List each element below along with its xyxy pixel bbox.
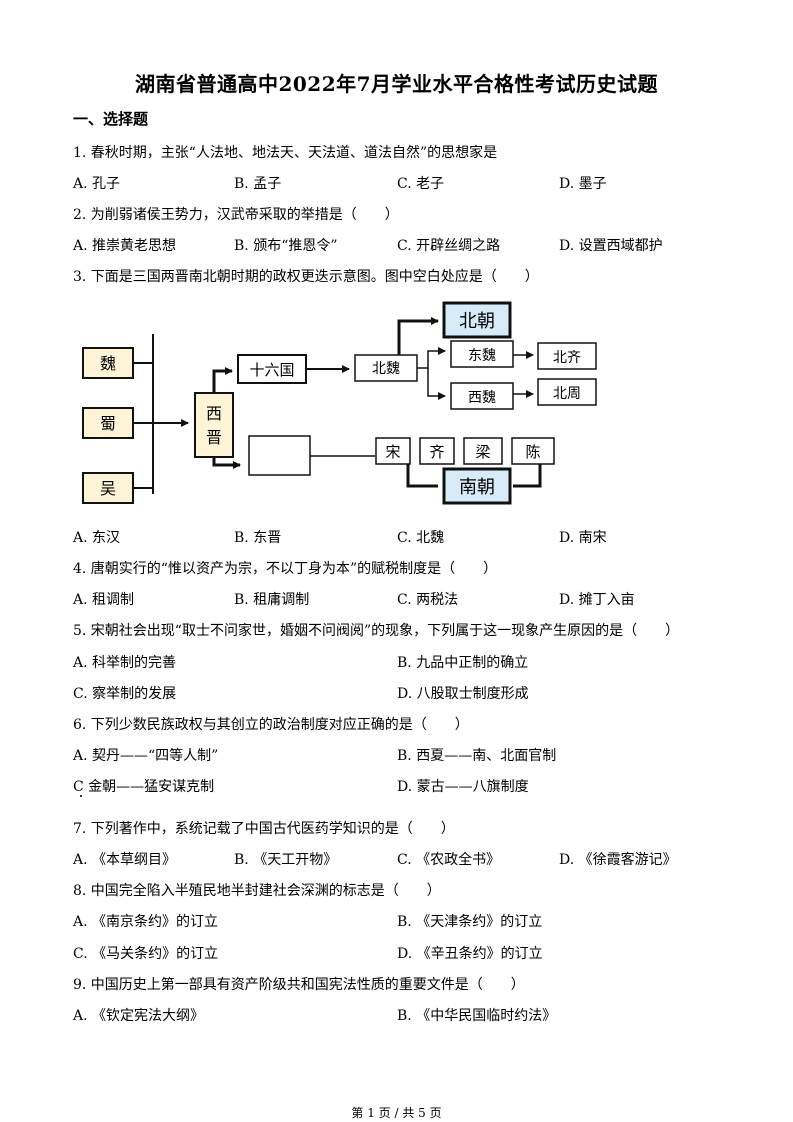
box-dongwei bbox=[450, 340, 514, 368]
label-chen: 陈 bbox=[525, 443, 540, 461]
question-4-option-b: B. 租庸调制 bbox=[234, 592, 310, 608]
blank-answer-box bbox=[248, 435, 311, 476]
question-5-option-d: D. 八股取士制度形成 bbox=[397, 686, 529, 702]
question-7-option-c: C. 《农政全书》 bbox=[397, 852, 501, 868]
label-beiwei: 北魏 bbox=[372, 361, 400, 377]
question-4-stem: 4. 唐朝实行的“惟以资产为宗，不以丁身为本”的赋税制度是（ ） bbox=[73, 561, 498, 577]
label-xijin-1: 西 bbox=[206, 404, 222, 423]
question-8-option-b: B. 《天津条约》的订立 bbox=[397, 914, 543, 930]
question-9-option-a: A. 《钦定宪法大纲》 bbox=[73, 1008, 205, 1024]
question-3-option-d: D. 南宋 bbox=[559, 530, 607, 546]
question-6-option-b: B. 西夏——南、北面官制 bbox=[397, 748, 557, 764]
question-2-stem: 2. 为削弱诸侯王势力，汉武帝采取的举措是（ ） bbox=[73, 207, 399, 223]
page-footer: 第 1 页 / 共 5 页 bbox=[351, 1106, 442, 1120]
question-5-stem: 5. 宋朝社会出现“取士不问家世，婚姻不问阀阅”的现象，下列属于这一现象产生原因… bbox=[73, 623, 680, 639]
question-1-option-a: A. 孔子 bbox=[73, 176, 121, 192]
box-beiqi bbox=[537, 342, 597, 370]
question-4-option-c: C. 两税法 bbox=[397, 592, 459, 608]
box-xiwei bbox=[450, 382, 514, 410]
box-xijin bbox=[194, 392, 234, 458]
question-8-option-c: C. 《马关条约》的订立 bbox=[73, 946, 219, 962]
page-title: 湖南省普通高中2022年7月学业水平合格性考试历史试题 bbox=[134, 72, 659, 96]
question-8-option-a: A. 《南京条约》的订立 bbox=[73, 914, 219, 930]
box-shu bbox=[82, 407, 134, 439]
box-beizhou bbox=[537, 378, 597, 406]
box-qi bbox=[419, 437, 455, 465]
dynasty-succession-diagram: 魏 蜀 吴 西 晋 十六国 北魏 北朝 bbox=[82, 301, 597, 505]
question-7-option-b: B. 《天工开物》 bbox=[234, 852, 338, 868]
question-6-option-a: A. 契丹——“四等人制” bbox=[73, 748, 219, 764]
question-2-option-a: A. 推崇黄老思想 bbox=[73, 238, 177, 254]
label-xijin-2: 晋 bbox=[206, 428, 222, 447]
label-shu: 蜀 bbox=[100, 414, 116, 433]
question-3-option-a: A. 东汉 bbox=[73, 530, 121, 546]
label-dongwei: 东魏 bbox=[468, 348, 496, 364]
box-chen bbox=[511, 437, 555, 465]
question-3-option-b: B. 东晋 bbox=[234, 530, 282, 546]
label-wei: 魏 bbox=[100, 354, 116, 373]
question-1-stem: 1. 春秋时期，主张“人法地、地法天、天法道、道法自然”的思想家是 bbox=[73, 145, 498, 161]
question-5-option-c: C. 察举制的发展 bbox=[73, 686, 177, 702]
box-song bbox=[375, 437, 411, 465]
question-7-stem: 7. 下列著作中，系统记载了中国古代医药学知识的是（ ） bbox=[73, 821, 455, 837]
question-1-option-b: B. 孟子 bbox=[234, 176, 282, 192]
question-9-stem: 9. 中国历史上第一部具有资产阶级共和国宪法性质的重要文件是（ ） bbox=[73, 977, 525, 993]
question-1-option-c: C. 老子 bbox=[397, 176, 445, 192]
question-2-option-c: C. 开辟丝绸之路 bbox=[397, 238, 501, 254]
label-sixteen-kingdoms: 十六国 bbox=[249, 361, 294, 379]
box-wu bbox=[82, 472, 134, 504]
question-4-option-a: A. 租调制 bbox=[73, 592, 135, 608]
question-6-stem: 6. 下列少数民族政权与其创立的政治制度对应正确的是（ ） bbox=[73, 717, 469, 733]
question-3-stem: 3. 下面是三国两晋南北朝时期的政权更迭示意图。图中空白处应是（ ） bbox=[73, 269, 539, 285]
label-liang: 梁 bbox=[475, 443, 490, 461]
label-nanchao: 南朝 bbox=[459, 477, 495, 498]
box-liang bbox=[463, 437, 503, 465]
question-1-option-d: D. 墨子 bbox=[559, 176, 607, 192]
question-9-option-b: B. 《中华民国临时约法》 bbox=[397, 1008, 557, 1024]
section-heading: 一、选择题 bbox=[73, 110, 149, 128]
question-2-option-b: B. 颁布“推恩令” bbox=[234, 238, 338, 254]
label-xiwei: 西魏 bbox=[468, 390, 496, 406]
question-7-option-d: D. 《徐霞客游记》 bbox=[559, 852, 677, 868]
label-song: 宋 bbox=[385, 443, 400, 461]
question-5-option-a: A. 科举制的完善 bbox=[73, 655, 177, 671]
question-3-option-c: C. 北魏 bbox=[397, 530, 445, 546]
question-6-option-c: C 金朝——猛安谋克制 bbox=[73, 779, 215, 795]
box-beiwei bbox=[354, 354, 418, 382]
label-wu: 吴 bbox=[100, 479, 116, 498]
question-4-option-d: D. 摊丁入亩 bbox=[559, 592, 635, 608]
stray-dot bbox=[80, 795, 82, 797]
question-2-option-d: D. 设置西域都护 bbox=[559, 238, 663, 254]
box-nanchao bbox=[442, 467, 512, 505]
label-beizhou: 北周 bbox=[553, 386, 581, 402]
label-beiqi: 北齐 bbox=[553, 350, 581, 366]
question-8-option-d: D. 《辛丑条约》的订立 bbox=[397, 946, 543, 962]
label-qi: 齐 bbox=[429, 443, 444, 461]
question-6-option-d: D. 蒙古——八旗制度 bbox=[397, 779, 529, 795]
question-7-option-a: A. 《本草纲目》 bbox=[73, 852, 177, 868]
question-5-option-b: B. 九品中正制的确立 bbox=[397, 655, 529, 671]
box-beichao bbox=[442, 301, 512, 339]
question-8-stem: 8. 中国完全陷入半殖民地半封建社会深渊的标志是（ ） bbox=[73, 883, 441, 899]
box-wei bbox=[82, 347, 134, 379]
label-beichao: 北朝 bbox=[459, 311, 495, 332]
